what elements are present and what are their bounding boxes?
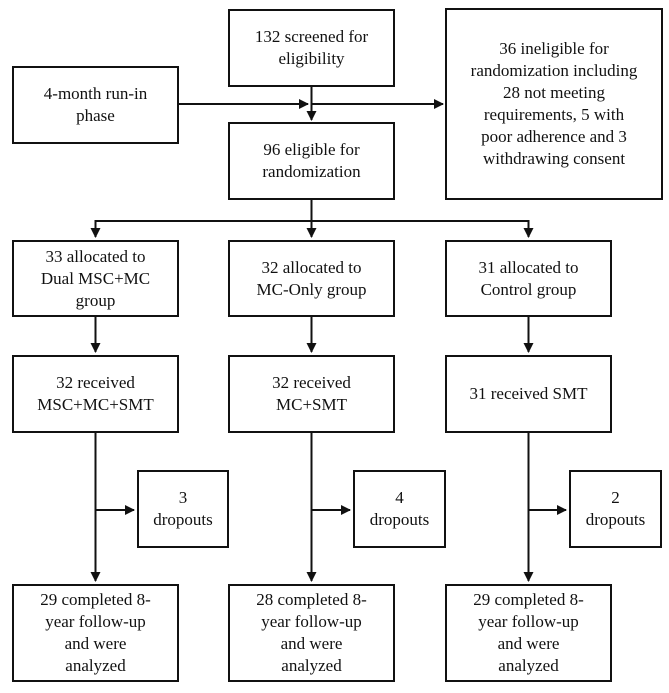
node-allocated-mc-only: 32 allocated to MC-Only group: [228, 240, 395, 317]
node-received-smt: 31 received SMT: [445, 355, 612, 433]
node-completed-control: 29 completed 8- year follow-up and were …: [445, 584, 612, 682]
node-dropouts-control: 2 dropouts: [569, 470, 662, 548]
node-allocated-control: 31 allocated to Control group: [445, 240, 612, 317]
node-received-msc-mc-smt: 32 received MSC+MC+SMT: [12, 355, 179, 433]
node-received-mc-smt: 32 received MC+SMT: [228, 355, 395, 433]
node-completed-dual: 29 completed 8- year follow-up and were …: [12, 584, 179, 682]
node-ineligible: 36 ineligible for randomization includin…: [445, 8, 663, 200]
node-dropouts-mc-only: 4 dropouts: [353, 470, 446, 548]
node-eligible: 96 eligible for randomization: [228, 122, 395, 200]
node-dropouts-dual: 3 dropouts: [137, 470, 229, 548]
node-run-in-phase: 4-month run-in phase: [12, 66, 179, 144]
node-screened: 132 screened for eligibility: [228, 9, 395, 87]
node-completed-mc-only: 28 completed 8- year follow-up and were …: [228, 584, 395, 682]
node-allocated-dual-msc-mc: 33 allocated to Dual MSC+MC group: [12, 240, 179, 317]
